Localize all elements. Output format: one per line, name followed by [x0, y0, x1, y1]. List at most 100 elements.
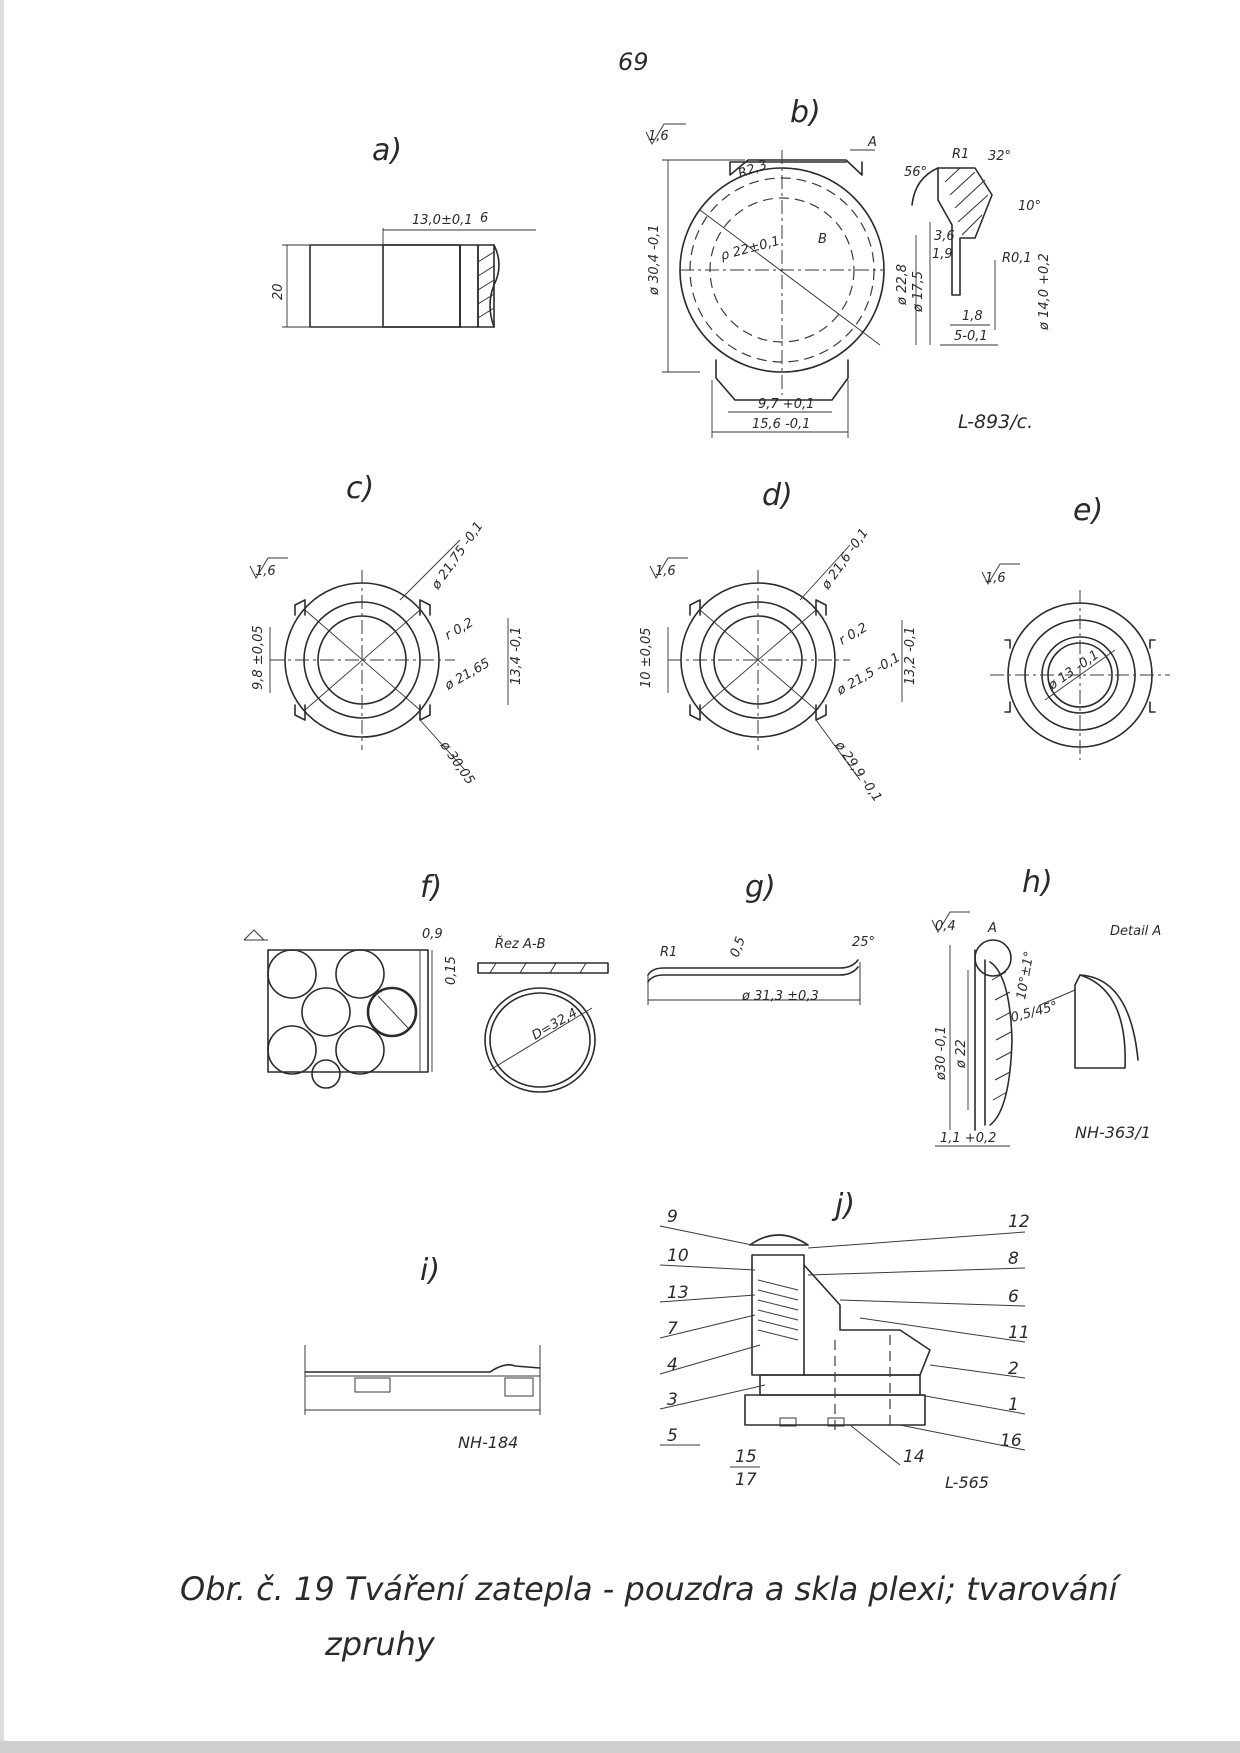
dim-g-dia: ø 31,3 ±0,3: [741, 989, 819, 1004]
drawing-number-b: L-893/c.: [958, 411, 1033, 433]
figure-g: g) R1 0,5 25° ø 31,3 ±0,3: [647, 870, 875, 1005]
part-10: 10: [667, 1246, 689, 1266]
dim-c-d1: ø 21,75 -0,1: [428, 519, 486, 593]
dim-b-outer-dia: ø 30,4 -0,1: [647, 224, 662, 296]
dim-b-dia-a: ø 22,8: [895, 264, 910, 306]
dim-c-h: 13,4 -0,1: [509, 627, 524, 685]
figure-c: c) 1,6 9,8 ±0,05 ø 21,75 -0,1 r 0,2 13,4…: [249, 471, 524, 788]
label-c: c): [346, 471, 374, 506]
dim-b-angle-a: 32°: [988, 149, 1011, 164]
dim-b-lug-inner: 9,7 +0,1: [758, 397, 814, 412]
dim-e-surface: 1,6: [985, 571, 1006, 586]
part-8: 8: [1008, 1249, 1019, 1269]
label-f: f): [420, 870, 442, 905]
dim-d-r: r 0,2: [837, 620, 871, 648]
dim-f-t2: 0,15: [444, 956, 459, 985]
label-i: i): [420, 1253, 440, 1288]
dim-g-r: R1: [660, 945, 677, 960]
dim-a-thickness: 6: [480, 211, 488, 226]
dim-b-inner-radius: ρ 22±0,1: [719, 234, 781, 264]
dim-f-t1: 0,9: [422, 927, 443, 942]
dim-c-surface: 1,6: [255, 564, 276, 579]
figure-e: e) 1,6 ø 13 -0,1: [981, 493, 1170, 760]
part-1: 1: [1008, 1395, 1019, 1415]
dim-c-d2: ø 21,65: [442, 656, 493, 694]
label-e: e): [1073, 493, 1103, 528]
dim-d-w: 10 ±0,05: [639, 627, 654, 688]
dim-b-surface: 1,6: [648, 129, 669, 144]
figure-a: a) 20 13,0±0,1 6: [271, 133, 536, 328]
figure-j: j): [744, 1188, 931, 1430]
dim-d-surface: 1,6: [655, 564, 676, 579]
dim-g-angle: 25°: [852, 935, 875, 950]
part-4: 4: [667, 1355, 678, 1375]
figure-b: b) 1,6 A ø 30,4 -0,1 R2,3 ρ 22±0,1 B 9,7…: [645, 95, 1052, 438]
dim-c-d3: ø 30,05: [436, 738, 477, 788]
dim-h-d1: ø30 -0,1: [934, 1026, 949, 1081]
part-5: 5: [667, 1426, 678, 1446]
dim-b-section: A: [867, 135, 877, 150]
dim-f-dia: D=32,4: [530, 1006, 581, 1044]
part-16: 16: [1000, 1431, 1022, 1451]
dim-b-dia-b: ø 17,5: [911, 271, 926, 313]
part-12: 12: [1008, 1212, 1030, 1232]
dim-h-w: 1,1 +0,2: [940, 1131, 996, 1146]
dim-b-angle-c: 10°: [1018, 199, 1041, 214]
dim-b-w2: 5-0,1: [954, 329, 988, 344]
caption-line-1: Obr. č. 19 Tváření zatepla - pouzdra a s…: [180, 1570, 1122, 1608]
dim-h-d2: ø 22: [954, 1039, 969, 1069]
drawing-number-i: NH-184: [458, 1433, 518, 1452]
label-j: j): [831, 1188, 855, 1223]
dim-b-dia-c: ø 14,0 +0,2: [1037, 253, 1052, 331]
dim-b-chamfer-r: R1: [952, 147, 969, 162]
dim-b-lug-outer: 15,6 -0,1: [752, 417, 810, 432]
scan-edge-bottom: [0, 1741, 1240, 1753]
dim-e-d1: ø 13 -0,1: [1045, 648, 1102, 694]
part-3: 3: [667, 1390, 678, 1410]
dim-h-chamfer: 0,5/45°: [1009, 999, 1059, 1026]
figure-f: f) 0,9 0,15 Řez A-B D=32,4: [243, 870, 609, 1093]
label-g: g): [745, 870, 776, 905]
label-b: b): [790, 95, 821, 130]
figure-caption: Obr. č. 19 Tváření zatepla - pouzdra a s…: [180, 1570, 1122, 1663]
dim-d-d2: ø 21,5 -0,1: [834, 650, 903, 699]
dim-a-length: 13,0±0,1: [412, 213, 473, 228]
figure-d: d) 1,6 10 ±0,05 ø 21,6 -0,1 r 0,2 13,2 -…: [639, 478, 918, 805]
dim-h-surface: 0,4: [935, 919, 956, 934]
part-7: 7: [667, 1319, 678, 1339]
dim-b-s1: 3,6: [934, 229, 955, 244]
dim-a-height: 20: [271, 283, 286, 300]
part-14: 14: [903, 1447, 925, 1467]
callouts-bottom: 14 15 17: [730, 1424, 925, 1490]
dim-g-t: 0,5: [728, 935, 749, 960]
caption-line-2: zpruhy: [324, 1625, 436, 1663]
dim-b-s2: 1,9: [932, 247, 953, 262]
dim-d-h: 13,2 -0,1: [903, 627, 918, 685]
dim-b-w1: 1,8: [962, 309, 983, 324]
part-13: 13: [667, 1283, 689, 1303]
dim-b-mark: B: [818, 232, 827, 247]
drawing-number-j: L-565: [945, 1473, 989, 1492]
dim-c-r: r 0,2: [443, 615, 477, 643]
assembly-callouts: 9 10 13 7 4 3 5 12 8 6 11 2 1 16: [659, 1207, 1030, 1492]
label-h: h): [1022, 865, 1053, 900]
part-2: 2: [1008, 1359, 1019, 1379]
figure-h: h) 0,4 A ø30 -0,1 ø 22 1,1 +0,2 10°±1° 0…: [931, 865, 1161, 1147]
dim-d-d3: ø 29,9 -0,1: [831, 738, 884, 805]
figure-i: i) NH-184: [304, 1253, 541, 1452]
scan-edge-left: [0, 0, 4, 1753]
dim-h-angle: 10°±1°: [1014, 950, 1037, 1001]
callouts-left: 9 10 13 7 4 3 5: [659, 1207, 766, 1446]
drawing-number-h: NH-363/1: [1075, 1123, 1151, 1142]
dim-d-d1: ø 21,6 -0,1: [818, 526, 871, 593]
dim-h-detail: Detail A: [1110, 924, 1161, 939]
part-9: 9: [667, 1207, 678, 1227]
part-17: 17: [735, 1470, 757, 1490]
dim-c-w: 9,8 ±0,05: [251, 625, 266, 690]
label-a: a): [372, 133, 402, 168]
dim-f-section: Řez A-B: [495, 936, 546, 952]
dim-b-rr: R0,1: [1002, 251, 1032, 266]
dim-b-radius: R2,3: [736, 157, 769, 181]
label-d: d): [762, 478, 793, 513]
